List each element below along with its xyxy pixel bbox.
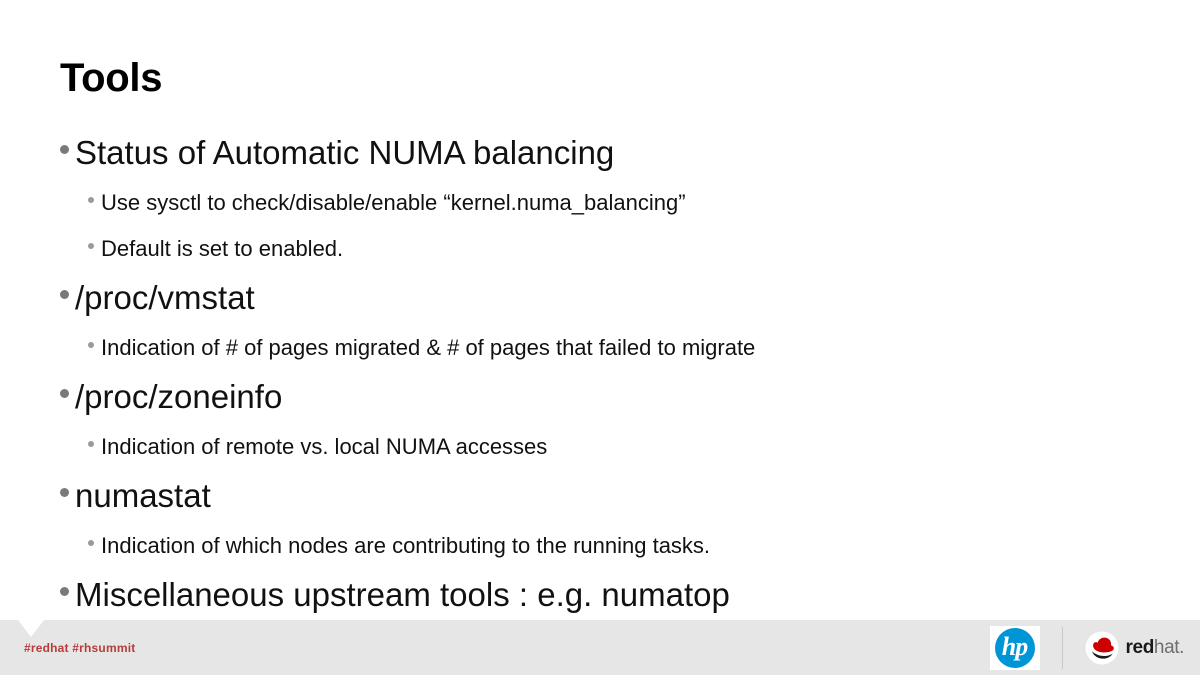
list-item: Use sysctl to check/disable/enable “kern… <box>60 181 1150 225</box>
bullet-dot-icon <box>88 243 94 249</box>
list-item-label: Status of Automatic NUMA balancing <box>75 134 615 171</box>
list-item: Indication of which nodes are contributi… <box>60 524 1150 568</box>
bullet-dot-icon <box>60 488 69 497</box>
hp-circle-icon: hp <box>994 627 1035 668</box>
logo-divider <box>1061 626 1063 669</box>
footer-logos: hp redhat. <box>989 620 1200 675</box>
list-item-label: numastat <box>75 477 211 514</box>
list-item-label: Miscellaneous upstream tools : e.g. numa… <box>75 576 730 613</box>
list-item: /proc/zoneinfo <box>60 372 1150 422</box>
bullet-dot-icon <box>88 540 94 546</box>
list-item-label: Indication of # of pages migrated & # of… <box>101 335 756 360</box>
bullet-dot-icon <box>88 342 94 348</box>
list-item-label: /proc/zoneinfo <box>75 378 283 415</box>
list-item: numastat <box>60 471 1150 521</box>
hp-wordmark: hp <box>1001 631 1028 661</box>
list-item: Status of Automatic NUMA balancing <box>60 128 1150 178</box>
bullet-dot-icon <box>88 197 94 203</box>
list-item: /proc/vmstat <box>60 273 1150 323</box>
list-item: Indication of remote vs. local NUMA acce… <box>60 425 1150 469</box>
bullet-dot-icon <box>88 441 94 447</box>
list-item-label: Indication of remote vs. local NUMA acce… <box>101 434 548 459</box>
redhat-wordmark-red: red <box>1125 637 1155 658</box>
list-item: Miscellaneous upstream tools : e.g. numa… <box>60 570 1150 620</box>
footer-notch-triangle-icon <box>18 620 44 637</box>
redhat-shadowman-icon <box>1085 631 1118 664</box>
hashtags-label: #redhat #rhsummit <box>24 641 136 655</box>
bullet-dot-icon <box>60 587 69 596</box>
page-title: Tools <box>60 56 163 100</box>
hp-logo: hp <box>989 625 1040 670</box>
bullet-dot-icon <box>60 290 69 299</box>
slide-footer: #redhat #rhsummit hp redhat. <box>0 620 1200 675</box>
list-item-label: Use sysctl to check/disable/enable “kern… <box>101 190 686 215</box>
list-item-label: Default is set to enabled. <box>101 236 344 261</box>
list-item: Default is set to enabled. <box>60 227 1150 271</box>
bullet-list: Status of Automatic NUMA balancing Use s… <box>60 128 1150 623</box>
list-item: Indication of # of pages migrated & # of… <box>60 326 1150 370</box>
bullet-dot-icon <box>60 145 69 154</box>
redhat-logo: redhat. <box>1085 631 1184 665</box>
redhat-wordmark: redhat. <box>1125 637 1185 658</box>
redhat-wordmark-hat: hat. <box>1153 637 1184 658</box>
list-item-label: /proc/vmstat <box>75 279 255 316</box>
bullet-dot-icon <box>60 389 69 398</box>
list-item-label: Indication of which nodes are contributi… <box>101 533 711 558</box>
